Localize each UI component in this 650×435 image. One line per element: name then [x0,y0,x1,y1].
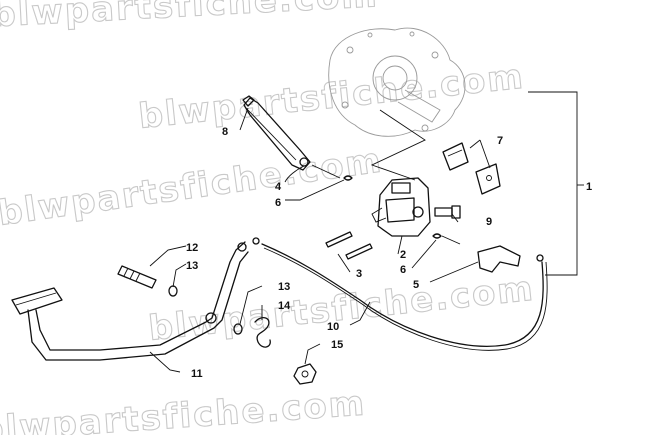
washer-part [168,285,178,297]
bolt-part [434,205,461,219]
spring-line [441,235,461,245]
callout-1: 1 [586,181,592,193]
mount-guide-line [370,109,426,181]
callout-14: 14 [278,300,291,312]
callout-15: 15 [331,339,343,351]
callout-11: 11 [191,368,203,380]
watermark-text: blwpartsfiche.com [147,269,537,349]
callout-6: 6 [275,197,281,209]
callout-12: 12 [186,242,198,254]
callout-13: 13 [278,281,290,293]
spring-line [311,164,341,179]
clip-part [343,175,353,181]
brake-pedal-part [11,241,249,361]
clip-part [432,233,442,239]
caliper-part [371,177,431,237]
spring-part [254,316,271,348]
callout-labels: 1 2 3 4 5 6 6 7 8 9 10 11 12 13 13 14 15 [186,126,592,380]
callout-9: 9 [486,216,492,228]
callout-8: 8 [222,126,228,138]
shaft-part [117,265,157,289]
brake-arm-part [242,95,311,171]
callout-13: 13 [186,260,198,272]
washer-part [233,323,243,335]
callout-6: 6 [400,264,406,276]
watermark-text: blwpartsfiche.com [0,383,367,435]
callout-2: 2 [400,249,406,261]
watermark-text: blwpartsfiche.com [0,0,380,35]
brake-pad-part [442,142,501,195]
callout-7: 7 [497,135,503,147]
callout-3: 3 [356,268,362,280]
engine-housing-ghost [328,27,466,137]
leader-lines [149,107,491,373]
cable-bracket-part [477,245,521,273]
callout-4: 4 [275,181,282,193]
assembly-bracket [528,91,578,276]
nut-part [293,363,317,385]
pin-part [325,231,353,248]
callout-10: 10 [327,321,339,333]
pin-part [345,243,373,260]
callout-5: 5 [413,279,419,291]
brake-cable-part [252,237,548,351]
